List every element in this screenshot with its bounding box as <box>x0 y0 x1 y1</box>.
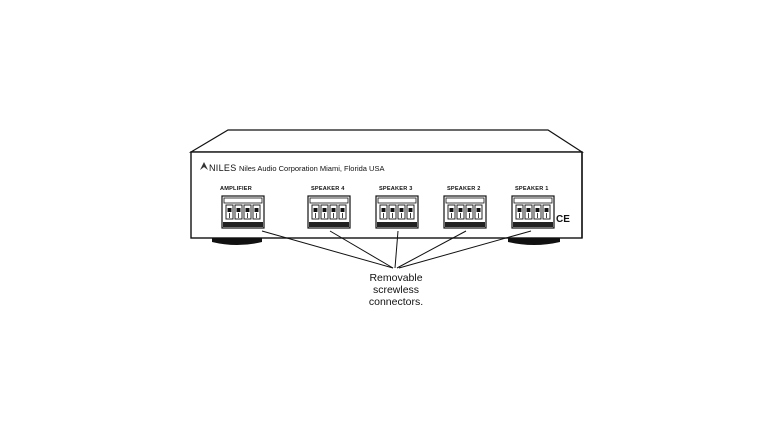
callout-line-3: connectors. <box>369 296 423 308</box>
left-foot <box>212 238 262 245</box>
callout-line-2: screwless <box>373 284 419 296</box>
leaf-icon <box>200 162 208 170</box>
chassis-top <box>188 129 585 153</box>
brand-name: NILES <box>209 163 237 173</box>
niles-logo: NILES <box>200 162 237 173</box>
port-label-speaker-1: SPEAKER 1 <box>515 186 549 192</box>
port-label-amplifier: AMPLIFIER <box>220 186 252 192</box>
right-foot <box>508 238 560 245</box>
port-label-speaker-4: SPEAKER 4 <box>311 186 345 192</box>
screwless-connector-speaker-3 <box>375 195 419 229</box>
callout-line-1: Removable <box>369 272 422 284</box>
callout-leader-lines <box>261 230 532 269</box>
screwless-connector-speaker-2 <box>443 195 487 229</box>
port-label-speaker-3: SPEAKER 3 <box>379 186 413 192</box>
manufacturer-address: Niles Audio Corporation Miami, Florida U… <box>239 164 384 173</box>
ce-mark: CE <box>556 214 570 225</box>
screwless-connector-speaker-4 <box>307 195 351 229</box>
port-label-speaker-2: SPEAKER 2 <box>447 186 481 192</box>
screwless-connector-amplifier <box>221 195 265 229</box>
screwless-connector-speaker-1 <box>511 195 555 229</box>
